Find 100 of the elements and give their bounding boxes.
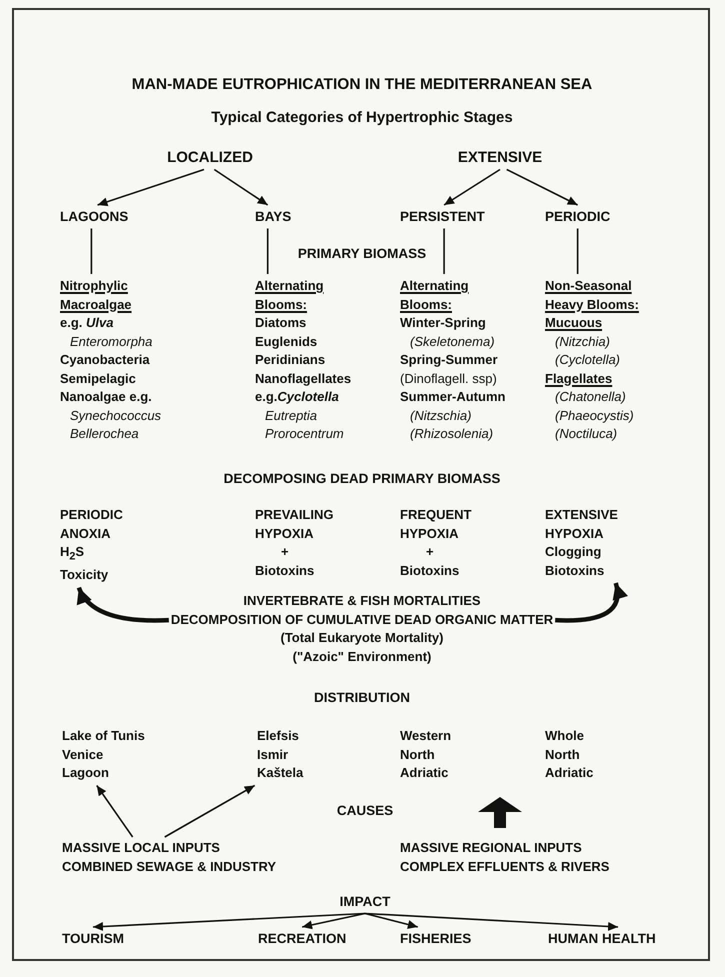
node-label: BAYS bbox=[255, 208, 292, 226]
list-item: ("Azoic" Environment) bbox=[292, 648, 432, 666]
category-heading: Alternating bbox=[400, 277, 469, 295]
list-item: Lagoon bbox=[62, 764, 109, 782]
arrow bbox=[302, 912, 366, 930]
node-label: LAGOONS bbox=[60, 208, 128, 226]
list-item: Summer-Autumn bbox=[400, 388, 506, 406]
list-item: FREQUENT bbox=[400, 506, 472, 524]
category-label: LOCALIZED bbox=[167, 149, 253, 168]
list-item: (Total Eukaryote Mortality) bbox=[280, 629, 444, 647]
list-item: North bbox=[545, 746, 580, 764]
species-name: Bellerochea bbox=[70, 425, 139, 443]
list-item: HYPOXIA bbox=[545, 524, 604, 542]
node-label: RECREATION bbox=[258, 930, 346, 948]
arrow bbox=[92, 912, 366, 931]
title: MAN-MADE EUTROPHICATION IN THE MEDITERRANEAN SEA bbox=[132, 76, 592, 94]
category-heading: Mucuous bbox=[545, 314, 602, 332]
category-heading: Blooms: bbox=[255, 296, 307, 314]
species-name: Synechococcus bbox=[70, 406, 162, 425]
list-item: Toxicity bbox=[60, 566, 108, 584]
list-item: MASSIVE LOCAL INPUTS bbox=[62, 839, 220, 857]
arrow bbox=[364, 912, 618, 931]
arrow bbox=[164, 784, 256, 838]
arrow bbox=[96, 785, 134, 838]
list-item: COMBINED SEWAGE & INDUSTRY bbox=[62, 858, 276, 876]
list-item: North bbox=[400, 746, 435, 764]
arrow bbox=[97, 168, 204, 206]
species-name: (Skeletonema) bbox=[410, 332, 495, 351]
species-name: (Rhizosolenia) bbox=[410, 425, 494, 443]
category-heading: Non-Seasonal bbox=[545, 277, 632, 295]
list-item: Adriatic bbox=[400, 764, 448, 782]
list-item: Elefsis bbox=[257, 727, 299, 745]
category-heading: Blooms: bbox=[400, 296, 452, 314]
section-heading: DISTRIBUTION bbox=[314, 689, 410, 707]
list-item: Spring-Summer bbox=[400, 351, 498, 369]
list-item: ANOXIA bbox=[60, 524, 111, 542]
connector-line bbox=[90, 228, 92, 274]
node-label: PERSISTENT bbox=[400, 208, 485, 226]
list-item: e.g. Ulva bbox=[60, 314, 114, 332]
subtitle: Typical Categories of Hypertrophic Stages bbox=[211, 109, 513, 128]
list-item: Nanoalgae e.g. bbox=[60, 388, 152, 406]
node-label: TOURISM bbox=[62, 930, 124, 948]
list-item: Venice bbox=[62, 746, 104, 764]
species-name: (Noctiluca) bbox=[555, 425, 618, 443]
node-label: FISHERIES bbox=[400, 930, 472, 948]
connector-line bbox=[576, 228, 578, 274]
node-label: PERIODIC bbox=[545, 208, 610, 226]
list-item: EXTENSIVE bbox=[545, 506, 618, 524]
list-item: HYPOXIA bbox=[255, 524, 314, 542]
species-name: (Nitzchia) bbox=[555, 332, 610, 351]
list-item: Biotoxins bbox=[545, 562, 604, 580]
category-heading: Flagellates bbox=[545, 370, 612, 388]
list-item: Kaštela bbox=[257, 764, 304, 782]
section-heading: DECOMPOSING DEAD PRIMARY BIOMASS bbox=[224, 470, 500, 488]
category-heading: Macroalgae bbox=[60, 296, 132, 314]
arrow bbox=[506, 168, 578, 206]
list-item: Diatoms bbox=[255, 314, 306, 332]
list-item: COMPLEX EFFLUENTS & RIVERS bbox=[400, 858, 610, 876]
list-item: Euglenids bbox=[255, 332, 318, 351]
curved-arrow bbox=[76, 586, 169, 623]
list-item: HYPOXIA bbox=[400, 524, 459, 542]
section-heading: PRIMARY BIOMASS bbox=[298, 245, 426, 263]
arrow bbox=[214, 168, 268, 206]
list-item: Whole bbox=[545, 727, 584, 745]
list-item: Lake of Tunis bbox=[62, 727, 145, 745]
list-item: DECOMPOSITION OF CUMULATIVE DEAD ORGANIC MATTER bbox=[170, 610, 554, 628]
list-item: Peridinians bbox=[255, 351, 326, 369]
category-heading: Alternating bbox=[255, 277, 324, 295]
list-item: PERIODIC bbox=[60, 506, 123, 524]
section-heading: CAUSES bbox=[336, 802, 394, 820]
species-name: Enteromorpha bbox=[70, 332, 152, 351]
list-item: PREVAILING bbox=[255, 506, 334, 524]
list-item: Ismir bbox=[257, 746, 288, 764]
list-item: Clogging bbox=[545, 543, 602, 561]
species-name: Prorocentrum bbox=[265, 425, 344, 443]
list-item: Western bbox=[400, 727, 452, 745]
node-label: IMPACT bbox=[340, 893, 390, 912]
category-label: EXTENSIVE bbox=[458, 149, 542, 168]
list-item: Biotoxins bbox=[400, 562, 460, 580]
curved-arrow bbox=[555, 582, 628, 623]
list-item: Nanoflagellates bbox=[255, 370, 352, 388]
plus-sign: + bbox=[281, 543, 289, 561]
list-item: Cyanobacteria bbox=[60, 351, 150, 369]
category-heading: Heavy Blooms: bbox=[545, 296, 639, 314]
category-heading: Nitrophylic bbox=[60, 277, 128, 295]
list-item: H$_{2}$S bbox=[60, 543, 84, 565]
list-item: Winter-Spring bbox=[400, 314, 486, 332]
list-item: Biotoxins bbox=[255, 562, 314, 580]
list-item: (Dinoflagell. ssp) bbox=[400, 370, 497, 388]
list-item: INVERTEBRATE & FISH MORTALITIES bbox=[243, 592, 481, 610]
species-name: (Nitzschia) bbox=[410, 406, 472, 425]
node-label: HUMAN HEALTH bbox=[548, 930, 656, 948]
connector-line bbox=[443, 228, 445, 274]
list-item: Semipelagic bbox=[60, 370, 136, 388]
arrow bbox=[444, 168, 500, 206]
arrow bbox=[364, 912, 418, 929]
plus-sign: + bbox=[426, 543, 434, 561]
list-item: Adriatic bbox=[545, 764, 594, 782]
list-item: MASSIVE REGIONAL INPUTS bbox=[400, 839, 582, 857]
list-item: e.g.Cyclotella bbox=[255, 388, 339, 406]
